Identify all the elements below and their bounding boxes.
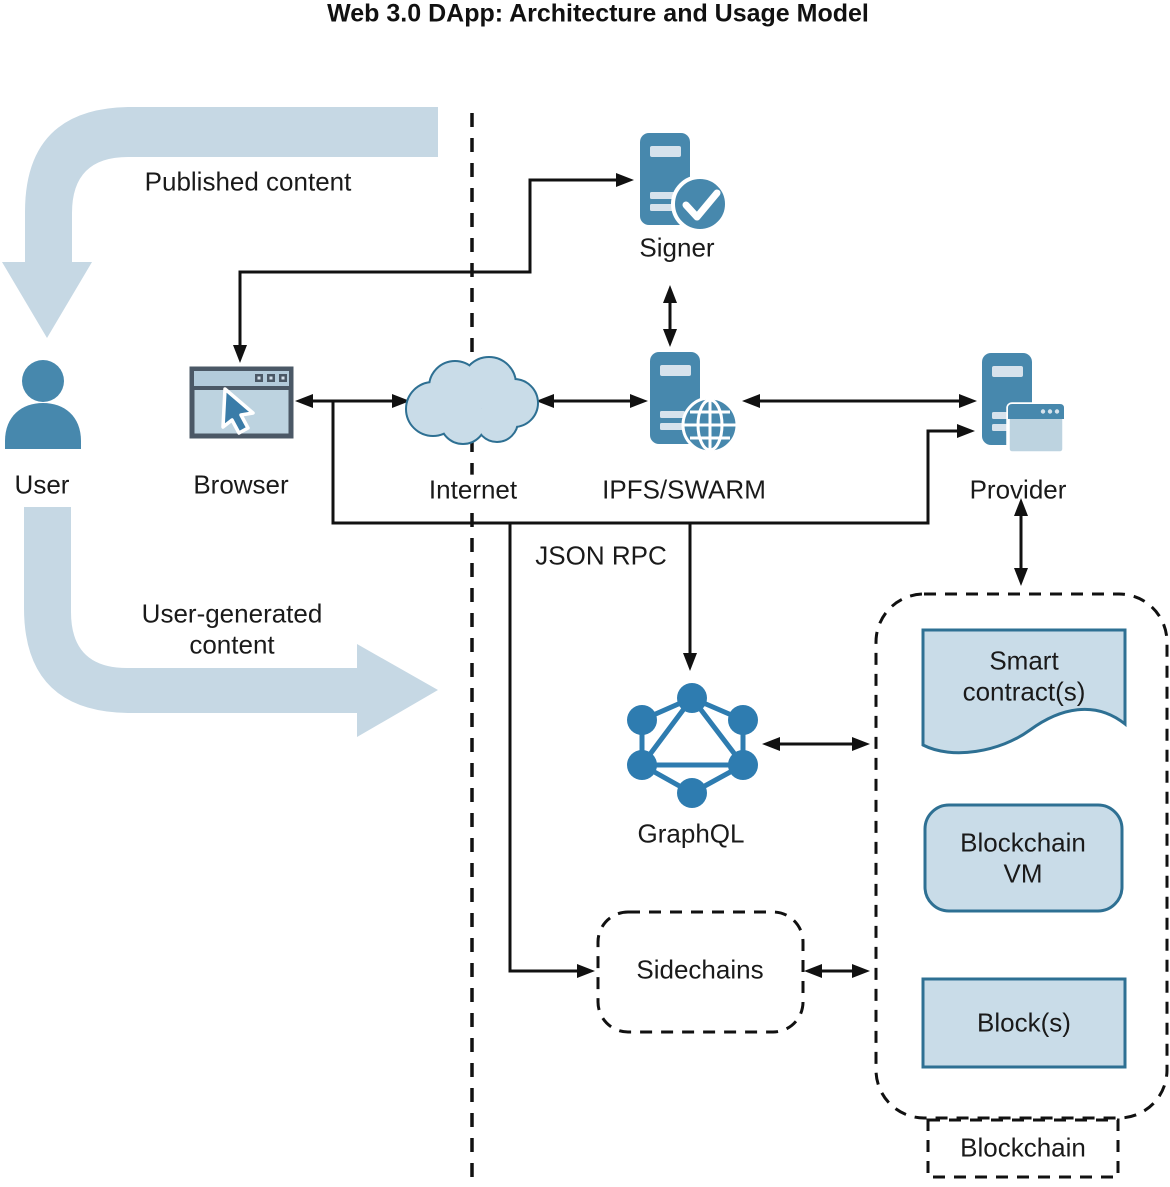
blockchain-label-box <box>926 1118 1120 1179</box>
graphql-icon <box>627 683 758 808</box>
provider-label: Provider <box>969 474 1067 505</box>
globe-icon <box>684 398 736 452</box>
blocks-label: Block(s) <box>977 1007 1071 1038</box>
checkmark-icon <box>682 189 721 221</box>
blockchain-label: Blockchain <box>960 1132 1086 1163</box>
ipfs-swarm-icon <box>650 352 739 454</box>
graphql-label: GraphQL <box>637 818 745 849</box>
user-generated-content-label: User-generated content <box>141 598 323 659</box>
user-icon <box>5 360 81 449</box>
arrow-internet-ipfs <box>536 394 648 408</box>
blockchain-vm-box <box>923 803 1124 913</box>
smart-contracts-label: Smart contract(s) <box>962 645 1086 706</box>
published-content-flow-arrow <box>2 107 438 338</box>
arrow-ipfs-provider <box>742 394 977 408</box>
user-generated-flow-arrow <box>24 507 438 737</box>
blocks-box <box>921 977 1127 1069</box>
signer-label: Signer <box>639 232 715 263</box>
blockchain-vm-label: Blockchain VM <box>960 827 1086 888</box>
signer-icon <box>640 133 729 233</box>
blockchain-container-box <box>874 592 1169 1120</box>
published-content-label: Published content <box>144 166 352 197</box>
arrow-browser-internet <box>295 394 410 408</box>
user-label: User <box>14 469 70 500</box>
sidechains-label: Sidechains <box>636 954 764 985</box>
json-rpc-label: JSON RPC <box>535 540 667 571</box>
smart-contracts-shape <box>921 628 1127 755</box>
browser-icon <box>189 366 294 439</box>
arrow-graphql-blockchain <box>762 737 870 751</box>
internet-label: Internet <box>425 474 521 506</box>
arrow-provider-blockchain <box>1014 498 1028 586</box>
json-rpc-bus <box>331 402 975 978</box>
arrow-signer-ipfs <box>663 285 677 347</box>
cursor-icon <box>221 387 255 435</box>
browser-label: Browser <box>193 469 289 500</box>
arrow-sidechains-blockchain <box>804 964 870 978</box>
arrow-signer-to-browser <box>233 173 634 363</box>
ipfs-swarm-label: IPFS/SWARM <box>602 474 766 505</box>
provider-icon <box>982 353 1066 455</box>
sidechains-box <box>596 910 805 1034</box>
internet-cloud-icon <box>405 356 539 445</box>
diagram-title: Web 3.0 DApp: Architecture and Usage Mod… <box>327 0 869 28</box>
